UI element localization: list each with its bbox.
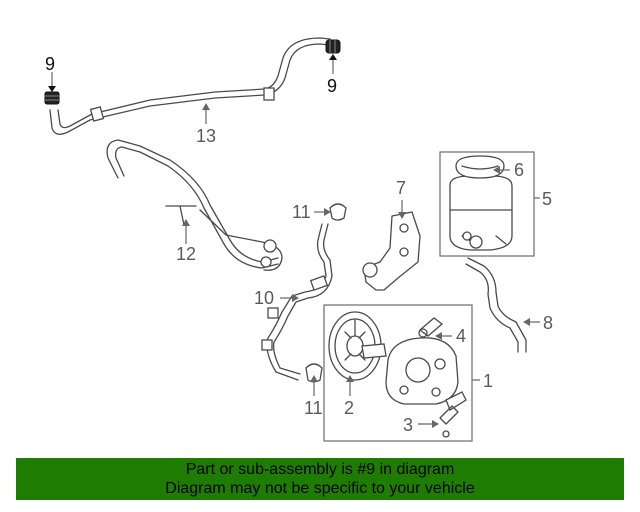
part-8-suction-hose[interactable] [465, 257, 527, 353]
part-9-right-clamp[interactable] [325, 39, 341, 54]
callout-7: 7 [396, 178, 406, 198]
reservoir-box [439, 151, 535, 257]
info-banner: Part or sub-assembly is #9 in diagram Di… [16, 458, 624, 500]
part-7-bracket[interactable] [362, 211, 421, 291]
callout-1: 1 [483, 371, 493, 391]
callout-11-bottom: 11 [304, 398, 323, 418]
leader-lines [48, 54, 540, 428]
part-6-reservoir-cap[interactable] [455, 155, 505, 179]
callout-11-top: 11 [292, 202, 311, 222]
callout-8: 8 [543, 313, 553, 333]
callout-9-right: 9 [327, 76, 337, 96]
callout-3: 3 [403, 415, 413, 435]
callout-13: 13 [196, 126, 216, 146]
callout-5: 5 [542, 189, 552, 209]
part-13-hose[interactable] [49, 37, 331, 135]
part-5-reservoir[interactable] [449, 175, 513, 251]
part-2-pulley[interactable] [328, 311, 387, 381]
part-11-top-grommet[interactable] [329, 203, 347, 221]
banner-line-1: Part or sub-assembly is #9 in diagram [185, 461, 455, 478]
callout-9-left: 9 [45, 54, 55, 74]
parts-diagram: 9 9 13 12 11 10 11 7 6 5 8 4 1 2 3 [44, 37, 553, 442]
callout-4: 4 [456, 326, 466, 346]
callout-6: 6 [514, 160, 524, 180]
part-1-pump-body[interactable] [385, 337, 459, 405]
part-12-pressure-tube[interactable] [106, 139, 283, 271]
part-3-union[interactable] [439, 391, 467, 438]
part-11-bottom-grommet[interactable] [305, 363, 323, 383]
part-10-hose[interactable] [261, 223, 333, 381]
callout-12: 12 [176, 244, 196, 264]
banner-line-2: Diagram may not be specific to your vehi… [165, 480, 475, 497]
pump-assembly-box [323, 304, 473, 442]
part-9-left-clamp[interactable] [44, 91, 60, 105]
callout-2: 2 [344, 398, 354, 418]
part-4-valve[interactable] [418, 317, 444, 338]
callout-10: 10 [254, 288, 274, 308]
